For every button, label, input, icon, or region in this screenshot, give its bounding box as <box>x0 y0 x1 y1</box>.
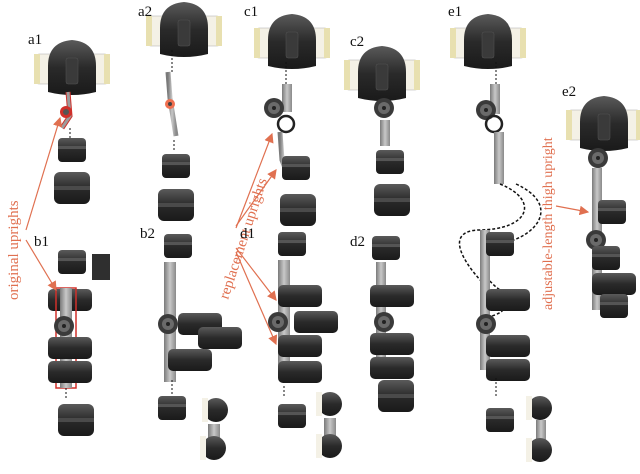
label-d1: d1 <box>240 226 255 242</box>
arrow-adjustable-to-e2 <box>555 205 590 216</box>
arrow-replacement-to-c1 <box>235 132 274 229</box>
panel-c2 <box>343 45 421 216</box>
label-b2: b2 <box>140 226 155 242</box>
arrow-original-to-b1 <box>25 239 57 292</box>
panel-a1 <box>33 39 111 204</box>
arrow-replacement-to-d1 <box>235 247 277 301</box>
label-e2: e2 <box>562 84 576 100</box>
panel-d1 <box>268 232 342 458</box>
panel-b2 <box>158 234 242 460</box>
label-e1: e1 <box>448 4 462 20</box>
arrow-original-to-a1 <box>25 116 63 231</box>
label-c1: c1 <box>244 4 258 20</box>
panel-e2 <box>565 95 640 318</box>
label-b1: b1 <box>34 234 49 250</box>
annotation-original-uprights: original uprights <box>6 200 22 300</box>
label-d2: d2 <box>350 234 365 250</box>
panel-e1 <box>449 13 552 462</box>
panel-d2 <box>370 236 414 412</box>
label-a1: a1 <box>28 32 42 48</box>
annotation-adjustable-thigh: adjustable-length thigh upright <box>541 137 556 310</box>
label-c2: c2 <box>350 34 364 50</box>
panel-a2 <box>145 1 223 221</box>
panel-b1 <box>48 250 110 436</box>
arrow-replacement-to-d1-lower <box>235 251 278 346</box>
panel-c1 <box>253 13 331 226</box>
label-a2: a2 <box>138 4 152 20</box>
arrow-replacement-to-c1-upper <box>235 169 277 227</box>
